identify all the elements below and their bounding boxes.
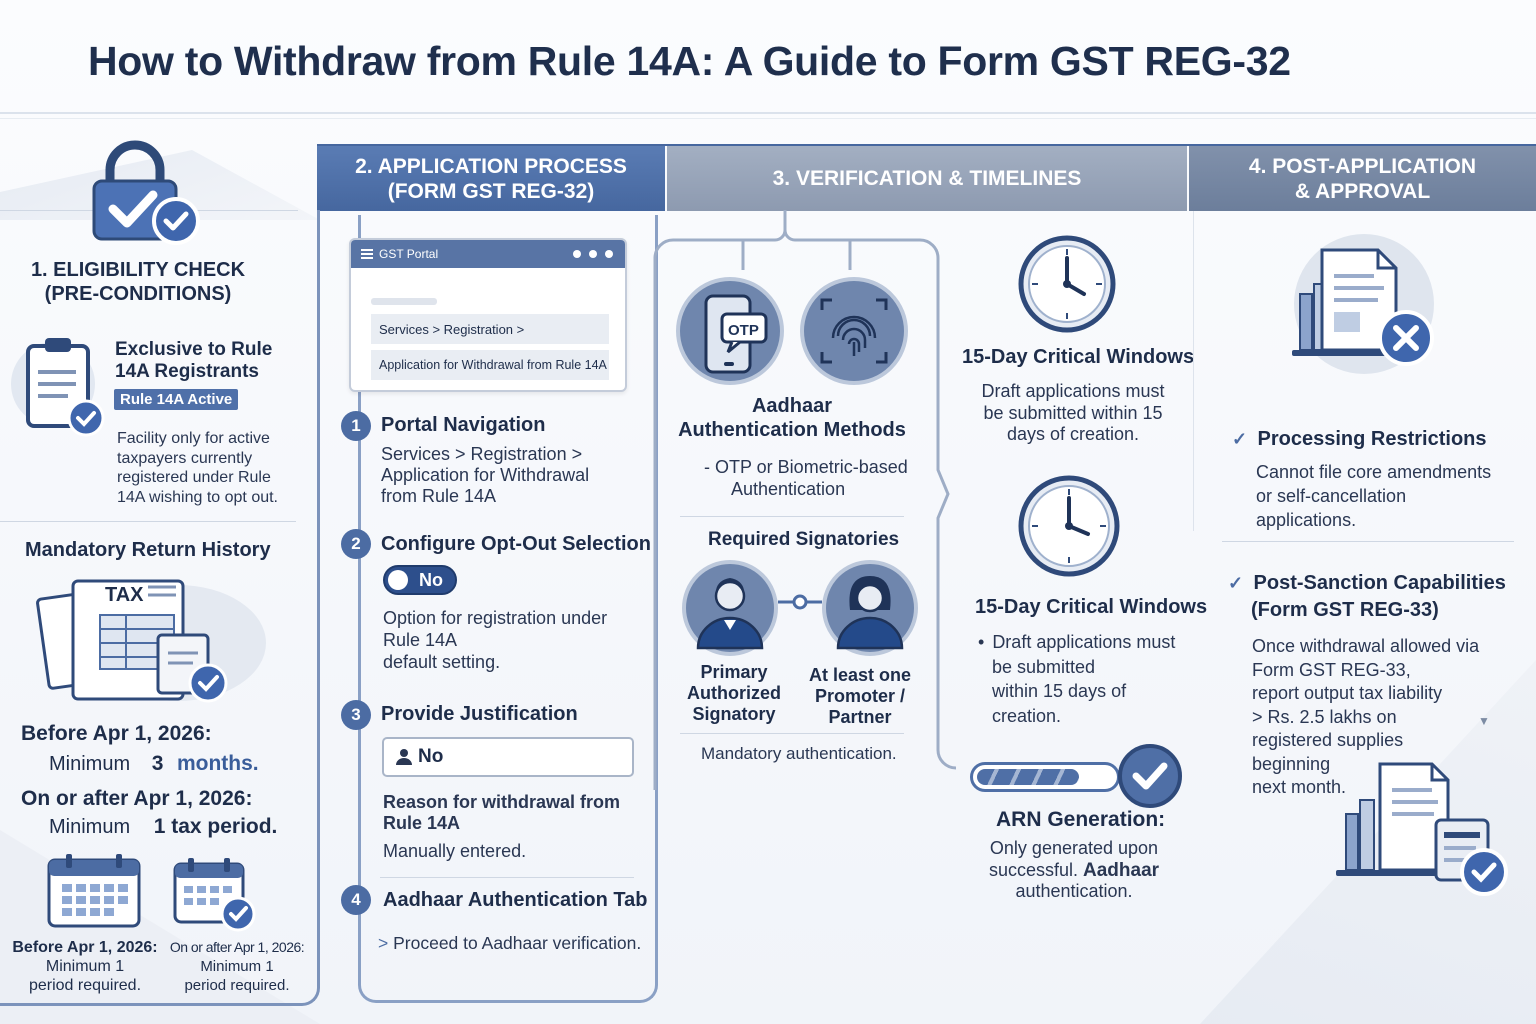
step1-title: Portal Navigation [381,414,546,436]
step2-title: Configure Opt-Out Selection [381,533,651,555]
step2-description: Option for registration under Rule 14A d… [383,608,608,672]
window-dot [589,250,597,258]
section4-header: 4. POST-APPLICATION& APPROVAL [1189,146,1536,211]
step4-number: 4 [341,885,371,915]
lock-check-icon [92,140,200,245]
title-divider [0,112,1536,114]
page-title: How to Withdraw from Rule 14A: A Guide t… [88,38,1291,84]
justification-input[interactable]: No [382,737,634,777]
step3-description: Reason for withdrawal from Rule 14A [383,792,621,833]
document-cancel-icon [1292,234,1434,374]
sanction-heading: ✓ Post-Sanction Capabilities [1228,572,1506,594]
signatories-title: Required Signatories [708,529,900,550]
divider [380,877,634,878]
signatories-avatars [682,560,918,656]
divider [0,521,296,522]
window-dot [573,250,581,258]
window1-description: Draft applications must be submitted wit… [981,381,1165,444]
after-date-label: On or after Apr 1, 2026: [21,787,253,810]
clock-icon [1018,235,1116,333]
breadcrumb-withdrawal[interactable]: Application for Withdrawal from Rule 14A [371,350,609,380]
step1-description: Services > Registration > Application fo… [381,444,590,506]
window-dot [605,250,613,258]
section1-frame [0,210,320,1006]
primary-signatory-label: Primary Authorized Signatory [687,662,781,724]
user-icon [396,749,412,765]
divider [1193,211,1194,531]
step3-title: Provide Justification [381,703,578,725]
divider [680,733,904,734]
mandatory-auth-note: Mandatory authentication. [701,744,897,763]
calendar1-caption: Before Apr 1, 2026: Minimum 1 period req… [12,939,158,994]
progress-fill [977,769,1079,785]
auth-methods-description: - OTP or Biometric-based Authentication [704,457,908,499]
chevron-down-icon: ▼ [1478,714,1490,728]
tax-documents-icon [36,579,266,703]
calendar-check-icon [173,858,256,932]
section1-heading: 1. ELIGIBILITY CHECK (PRE-CONDITIONS) [30,259,246,305]
step1-number: 1 [341,411,371,441]
before-date-label: Before Apr 1, 2026: [21,722,212,745]
step4-description: > Proceed to Aadhaar verification. [378,933,642,953]
auth-methods-title: Aadhaar Authentication Methods [678,395,906,441]
check-circle-icon [1118,744,1182,808]
step3-number: 3 [341,700,371,730]
clock-icon [1018,475,1120,577]
toggle-knob [388,570,408,590]
exclusive-title: Exclusive to Rule 14A Registrants [115,339,273,382]
step2-number: 2 [341,529,371,559]
section3-header: 3. VERIFICATION & TIMELINES [667,146,1187,211]
gst-portal-window: GST Portal Services > Registration > App… [349,238,627,392]
rule14a-active-badge: Rule 14A Active [114,389,239,410]
before-minimum: Minimum 3 months. [49,752,259,775]
section2-header: 2. APPLICATION PROCESS(FORM GST REG-32) [317,146,665,211]
opt-out-toggle[interactable]: No [383,565,457,595]
header-top-line [317,144,1536,146]
breadcrumb-services[interactable]: Services > Registration > [371,314,609,344]
check-icon: ✓ [1232,429,1248,449]
window1-title: 15-Day Critical Windows [962,346,1195,368]
arn-title: ARN Generation: [996,808,1166,831]
verification-bracket [653,210,957,790]
placeholder-line [371,298,437,305]
restrictions-heading: ✓ Processing Restrictions [1232,428,1487,450]
sanction-description: Once withdrawal allowed via Form GST REG… [1252,636,1480,797]
clipboard-check-icon [11,338,105,437]
female-avatar-icon [822,560,918,656]
arn-description: Only generated upon successful. Aadhaar … [988,838,1160,901]
divider [1222,541,1514,542]
return-history-title: Mandatory Return History [25,539,271,561]
divider [680,516,904,517]
otp-phone-icon [676,277,784,385]
tax-icon-label: TAX [105,584,144,606]
portal-titlebar: GST Portal [351,240,625,268]
window2-title: 15-Day Critical Windows [975,596,1208,618]
menu-icon [361,249,373,259]
calendar-icon [47,854,141,928]
facility-description: Facility only for active taxpayers curre… [117,430,278,506]
documents-check-icon [1336,762,1508,896]
step4-title: Aadhaar Authentication Tab [383,889,648,911]
promoter-signatory-label: At least one Promoter / Partner [808,665,912,727]
arn-progress-bar [970,762,1120,792]
check-icon: ✓ [1228,573,1244,593]
window2-description: •Draft applications must be submitted wi… [978,632,1176,726]
otp-label: OTP [728,322,759,339]
restrictions-description: Cannot file core amendments or self-canc… [1256,462,1492,530]
chevron-right-icon: > [378,933,389,953]
step3-note: Manually entered. [383,841,527,861]
fingerprint-icon [800,277,908,385]
title-divider [0,118,1536,119]
male-avatar-icon [682,560,778,656]
after-minimum: Minimum 1 tax period. [49,815,278,838]
sanction-heading-form: (Form GST REG-33) [1251,599,1439,621]
calendar2-caption: On or after Apr 1, 2026: Minimum 1 perio… [169,939,305,994]
